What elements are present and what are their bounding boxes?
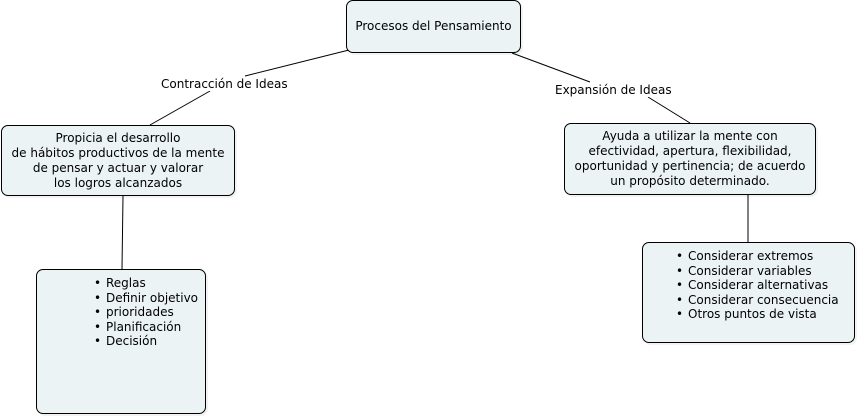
left-concept-line-4: los logros alcanzados xyxy=(53,176,183,190)
connector-left-concept-to-left-list xyxy=(121,195,124,270)
connector-root-to-expansion xyxy=(511,52,591,83)
list-item: •Reglas xyxy=(94,276,146,290)
root-node[interactable]: Procesos del Pensamiento xyxy=(346,0,521,53)
connector-root-to-contraction xyxy=(244,49,350,77)
list-item: •Considerar variables xyxy=(676,263,812,278)
right-bullet-list: •Considerar extremos •Considerar variabl… xyxy=(676,249,854,322)
left-concept-line-3: de pensar y actuar y valorar xyxy=(32,161,204,175)
list-item: •Definir objetivo xyxy=(94,290,199,305)
list-item: •Otros puntos de vista xyxy=(676,307,817,321)
right-concept-node[interactable]: Ayuda a utilizar la mente con efectivida… xyxy=(564,123,816,195)
list-item: •Considerar alternativas xyxy=(676,278,829,292)
link-label-expansion: Expansión de Ideas xyxy=(553,83,674,97)
list-item: •Considerar consecuencia xyxy=(676,292,839,307)
list-item: •Planificación xyxy=(94,319,182,334)
link-label-contraccion: Contracción de Ideas xyxy=(159,77,290,91)
list-item: •prioridades xyxy=(94,305,174,319)
list-item: •Decisión xyxy=(94,334,158,348)
left-concept-line-2: de hábitos productivos de la mente xyxy=(11,146,225,160)
list-item: •Considerar extremos xyxy=(676,249,814,263)
left-concept-node[interactable]: Propicia el desarrollo de hábitos produc… xyxy=(1,125,235,196)
left-concept-line-1: Propicia el desarrollo xyxy=(55,131,181,145)
right-concept-line-4: un propósito determinado. xyxy=(610,174,770,188)
connector-contraction-to-left-concept xyxy=(149,90,211,126)
right-concept-line-1: Ayuda a utilizar la mente con xyxy=(602,129,778,143)
connector-expansion-to-right-concept xyxy=(647,96,691,124)
right-concept-line-2: efectividad, apertura, flexibilidad, xyxy=(588,144,792,158)
right-list-node[interactable]: •Considerar extremos •Considerar variabl… xyxy=(642,242,855,343)
root-title: Procesos del Pensamiento xyxy=(355,19,512,33)
left-list-node[interactable]: •Reglas •Definir objetivo •prioridades •… xyxy=(36,269,206,414)
left-bullet-list: •Reglas •Definir objetivo •prioridades •… xyxy=(94,276,205,349)
right-concept-line-3: oportunidad y pertinencia; de acuerdo xyxy=(574,159,806,173)
